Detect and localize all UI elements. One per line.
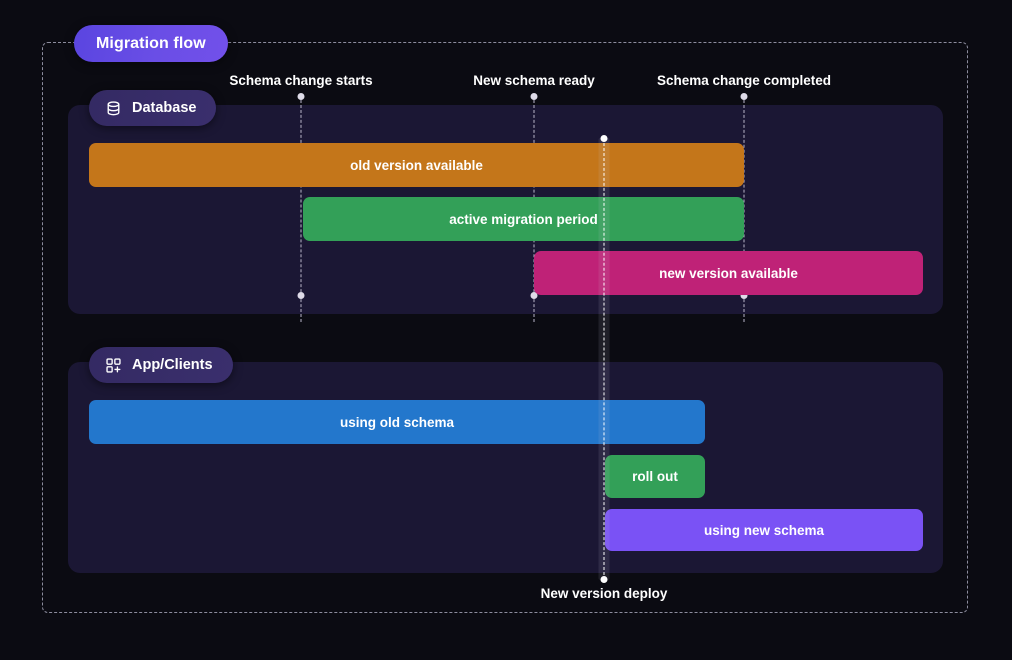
bar-active-migration-period: active migration period: [303, 197, 744, 241]
bar-label: active migration period: [449, 211, 598, 227]
bar-roll-out: roll out: [605, 455, 705, 498]
diagram-frame: [42, 42, 968, 613]
bar-using-old-schema: using old schema: [89, 400, 705, 444]
bar-label: using old schema: [339, 414, 455, 430]
section-label-app-clients: App/Clients: [132, 357, 213, 373]
bar-old-version-available: old version available: [89, 143, 744, 187]
bar-using-new-schema: using new schema: [605, 509, 923, 551]
diagram-title-chip: Migration flow: [74, 25, 228, 62]
grid-plus-icon: [105, 357, 122, 374]
section-chip-app-clients[interactable]: App/Clients: [89, 347, 233, 383]
diagram-title: Migration flow: [96, 34, 206, 52]
section-label-database: Database: [132, 100, 197, 116]
bar-new-version-available: new version available: [534, 251, 923, 295]
section-chip-database[interactable]: Database: [89, 90, 217, 126]
bar-label: roll out: [632, 469, 678, 484]
bar-label: using new schema: [703, 522, 825, 538]
database-icon: [105, 100, 122, 117]
bar-label: new version available: [659, 265, 798, 281]
bar-label: old version available: [350, 157, 483, 173]
